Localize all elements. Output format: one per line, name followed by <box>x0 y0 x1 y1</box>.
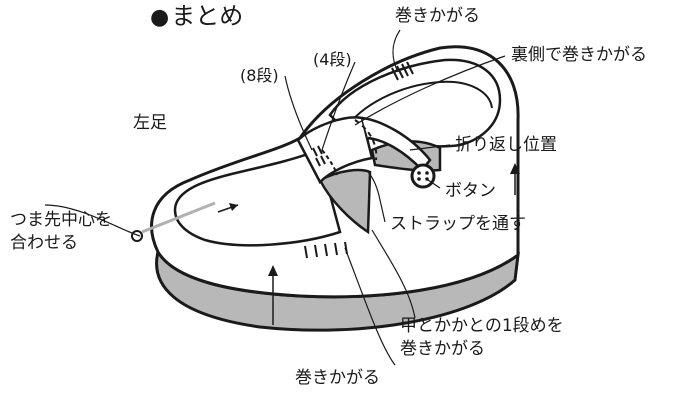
label-rows-4: (4段) <box>313 50 352 69</box>
toe-center-marker <box>131 230 143 242</box>
label-upper-heel-2: 巻きかがる <box>400 339 485 359</box>
label-roll-top: 巻きかがる <box>395 6 480 26</box>
label-left-foot: 左足 <box>133 113 167 133</box>
label-strap-through: ストラップを通す <box>390 214 526 234</box>
strap <box>296 116 374 185</box>
strap-line-dashed <box>321 149 338 176</box>
stitches-top <box>391 61 414 81</box>
label-rows-8: (8段) <box>240 66 279 85</box>
label-upper-heel-1: 甲とかかとの1段めを <box>400 316 564 336</box>
inner-fold <box>318 168 372 235</box>
stitches-strap <box>312 145 326 167</box>
bullet-icon: ● <box>150 5 170 30</box>
label-roll-back: 裏側で巻きかがる <box>511 45 647 65</box>
page-title: ●まとめ <box>150 2 243 32</box>
label-button: ボタン <box>445 181 496 201</box>
leader-lines <box>44 29 506 366</box>
label-toe-center-1: つま先中心を <box>10 210 112 230</box>
title-text: まとめ <box>171 2 244 30</box>
label-roll-bottom: 巻きかがる <box>295 368 380 388</box>
toe-center-line <box>141 201 216 234</box>
strap-band <box>361 116 432 172</box>
label-toe-center-2: 合わせる <box>10 233 78 253</box>
button-icon <box>410 163 436 189</box>
heel-inner <box>344 80 493 131</box>
label-fold-position: 折り返し位置 <box>455 135 557 155</box>
